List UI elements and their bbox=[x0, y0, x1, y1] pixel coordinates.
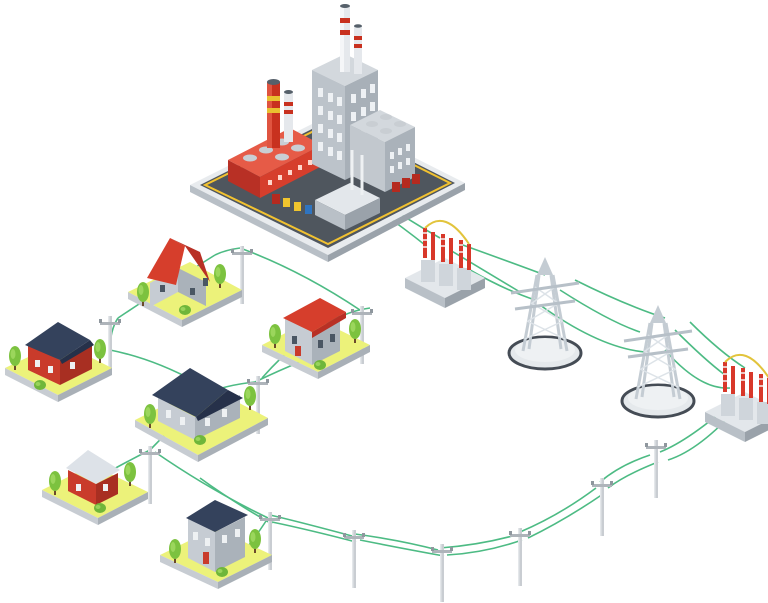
house-gray-roof-small bbox=[42, 450, 148, 525]
transmission-tower-1 bbox=[507, 255, 583, 371]
house-navy-roof-left bbox=[5, 322, 112, 402]
substation-2 bbox=[704, 353, 768, 443]
house-red-roof-right bbox=[262, 298, 370, 379]
transmission-tower-2 bbox=[620, 303, 696, 419]
house-navy-roof-center bbox=[135, 368, 268, 462]
power-plant bbox=[190, 4, 465, 262]
house-red-roof-top bbox=[128, 238, 242, 327]
house-navy-roof-bottom bbox=[160, 500, 272, 589]
